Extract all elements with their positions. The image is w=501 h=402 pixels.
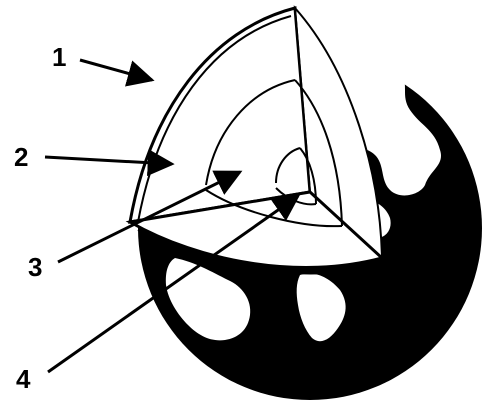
label-inner-core: 4 [16, 364, 31, 394]
label-mantle: 2 [14, 142, 28, 172]
cutaway-wedge [130, 8, 310, 222]
arrow-crust [80, 60, 152, 80]
label-outer-core: 3 [28, 252, 42, 282]
island-small [455, 128, 472, 136]
label-crust: 1 [52, 42, 66, 72]
